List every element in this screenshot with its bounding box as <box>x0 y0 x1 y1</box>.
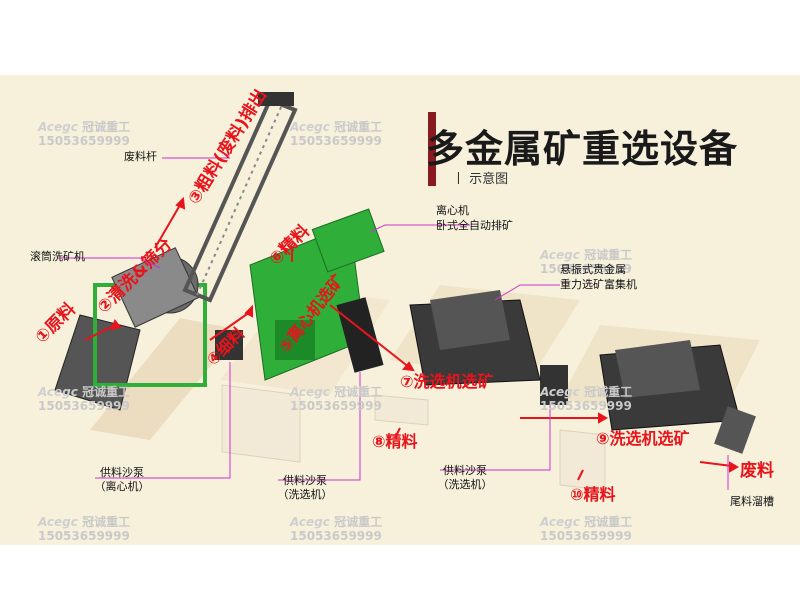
label-shaker-1: 悬振式贵金属 <box>560 263 626 276</box>
flow-washer-9: ⑨洗选机选矿 <box>596 429 690 448</box>
conveyor-head <box>258 92 294 106</box>
flow-concentrate-10: ⑩精料 <box>570 485 616 504</box>
leader-pump3 <box>440 405 551 471</box>
label-pump-1: 供料沙泵（离心机） <box>94 466 150 493</box>
arrow-raw <box>84 324 116 341</box>
label-centrifuge-1: 离心机 <box>436 204 469 217</box>
label-shaker-2: 重力选矿富集机 <box>560 278 637 291</box>
washer-machine-2-top <box>615 340 700 398</box>
label-tailings: 尾料溜槽 <box>730 495 774 508</box>
flow-concentrate-8: ⑧精料 <box>372 432 418 451</box>
tailings-chute <box>714 406 756 454</box>
flow-waste: 废料 <box>740 461 774 481</box>
pump-3 <box>540 365 568 405</box>
arrow-fine <box>209 311 251 341</box>
title-accent-bar <box>428 112 436 186</box>
pump-1 <box>215 330 243 360</box>
centrifuge-motor <box>275 320 315 360</box>
label-centrifuge-2: 卧式全自动排矿 <box>436 219 513 232</box>
label-waste-rod: 废料杆 <box>124 150 157 163</box>
leader-shaker <box>494 284 560 301</box>
label-pump-3: 供料沙泵（洗选机） <box>437 464 493 491</box>
label-pump-2: 供料沙泵（洗选机） <box>277 474 333 501</box>
trommel-body <box>111 247 200 328</box>
arrow-conc10 <box>577 469 584 481</box>
flow-washer-7: ⑦洗选机选矿 <box>400 372 494 391</box>
centrifuge-top <box>311 208 385 273</box>
waste-conveyor <box>182 97 298 303</box>
arrow-to-washer1 <box>329 304 411 369</box>
diagram-subtitle: 丨 示意图 <box>452 172 509 187</box>
arrow-conc8 <box>394 427 401 439</box>
leader-pump2 <box>278 372 361 481</box>
leader-pump1 <box>95 362 231 479</box>
trommel-platform <box>90 318 240 440</box>
leader-trommel <box>57 257 161 269</box>
label-trommel: 滚筒洗矿机 <box>30 250 85 263</box>
arrow-waste <box>699 461 733 467</box>
stairs-1 <box>221 384 301 463</box>
leader-centrifuge <box>369 224 470 233</box>
washer-machine-1-top <box>430 290 510 350</box>
arrow-coarse <box>154 204 181 249</box>
stairs-2 <box>374 394 429 426</box>
diagram-title: 多金属矿重选设备 <box>426 127 739 171</box>
stairs-3 <box>559 429 606 491</box>
pump-2 <box>336 297 384 373</box>
